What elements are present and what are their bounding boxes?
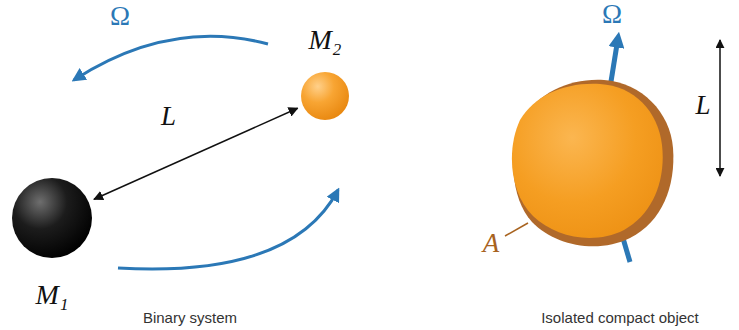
orbit-arrow — [118, 190, 338, 269]
panel-caption: Binary system — [143, 310, 237, 327]
mass-label: M₂ — [308, 25, 341, 56]
size-label: L — [695, 91, 710, 121]
sphere — [12, 178, 92, 258]
mass-sphere: M₁ — [12, 178, 92, 258]
rotation-axis — [600, 38, 618, 150]
panel-caption: Isolated compact object — [541, 310, 699, 327]
sphere — [301, 72, 349, 120]
distance-arrow — [94, 108, 298, 199]
rotation-axis — [600, 160, 630, 262]
sphere-outline — [301, 72, 349, 120]
mass-label: M₁ — [35, 280, 68, 311]
compact-object — [512, 84, 663, 238]
sphere-outline — [12, 178, 92, 258]
angular-velocity: Ω — [110, 2, 130, 32]
mass-sphere: M₂ — [301, 72, 349, 120]
distance-label: L — [161, 102, 176, 132]
leader-line — [505, 223, 528, 236]
angular-velocity: Ω — [602, 0, 622, 30]
dimension-arrow — [719, 40, 721, 176]
orbit-arrow — [74, 36, 268, 80]
surface-label: A — [483, 229, 500, 259]
surface-crust — [513, 80, 673, 247]
